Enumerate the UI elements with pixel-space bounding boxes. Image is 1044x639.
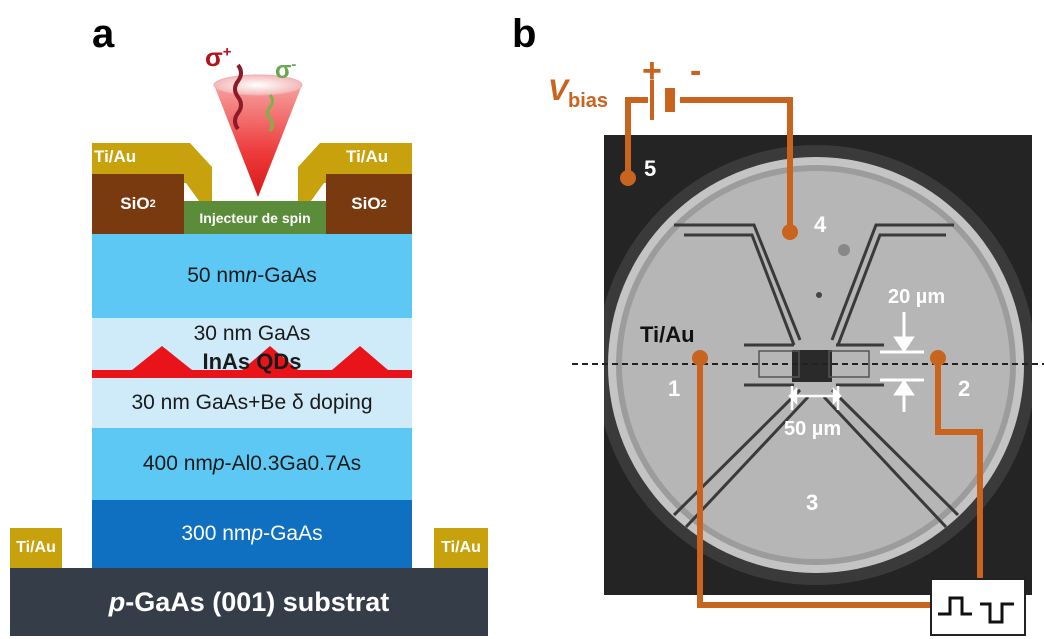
sigma-plus-wave xyxy=(233,63,243,131)
bias-wiring xyxy=(620,80,983,608)
quantum-dots xyxy=(92,346,412,378)
layer-n-gaas: 50 nm n-GaAs xyxy=(92,234,412,318)
layer-doping: 30 nm GaAs+Be δ doping xyxy=(92,378,412,428)
dashed-cut-line xyxy=(572,363,1044,365)
substrate: p-GaAs (001) substrat xyxy=(10,568,488,636)
spin-injector: Injecteur de spin xyxy=(184,201,326,234)
gap-20um-label: 20 µm xyxy=(888,286,946,308)
device-micrograph xyxy=(604,135,1032,595)
tiau-electrode-label: Ti/Au xyxy=(640,322,695,347)
contact-right-label: Ti/Au xyxy=(346,147,389,166)
battery-minus: - xyxy=(690,52,702,90)
sigma-plus-label: σ+ xyxy=(205,42,232,72)
qds-label: InAs QDs xyxy=(202,349,302,374)
battery-plus: + xyxy=(642,52,662,90)
bottom-contact-right: Ti/Au xyxy=(434,528,488,568)
layer-gaas-30nm-label: 30 nm GaAs xyxy=(193,322,311,345)
panel-b-letter: b xyxy=(512,12,537,56)
sigma-minus-wave xyxy=(266,94,274,132)
panel-a-letter: a xyxy=(92,12,115,56)
gap-arrows xyxy=(880,312,924,412)
width-arrow xyxy=(788,386,842,410)
electrode-2-label: 2 xyxy=(958,376,971,401)
laser-beam-illustration xyxy=(213,63,303,197)
electrode-1-label: 1 xyxy=(668,376,681,401)
pulse-generator xyxy=(930,578,1026,636)
vbias-label: Vbias xyxy=(548,74,609,112)
layer-algaas: 400 nm p-Al0.3Ga0.7As xyxy=(92,428,412,500)
contact-left-label: Ti/Au xyxy=(94,147,137,166)
electrode-5-label: 5 xyxy=(644,156,657,181)
pulse-waveform-icon xyxy=(938,596,1014,624)
width-50um-label: 50 µm xyxy=(784,418,842,440)
sigma-minus-label: σ- xyxy=(275,56,297,84)
bottom-contact-left: Ti/Au xyxy=(10,528,62,568)
electrode-3-label: 3 xyxy=(806,490,819,515)
electrode-4-label: 4 xyxy=(814,212,827,237)
micrograph-drawing xyxy=(604,145,1032,585)
layer-p-gaas: 300 nm p-GaAs xyxy=(92,500,412,568)
